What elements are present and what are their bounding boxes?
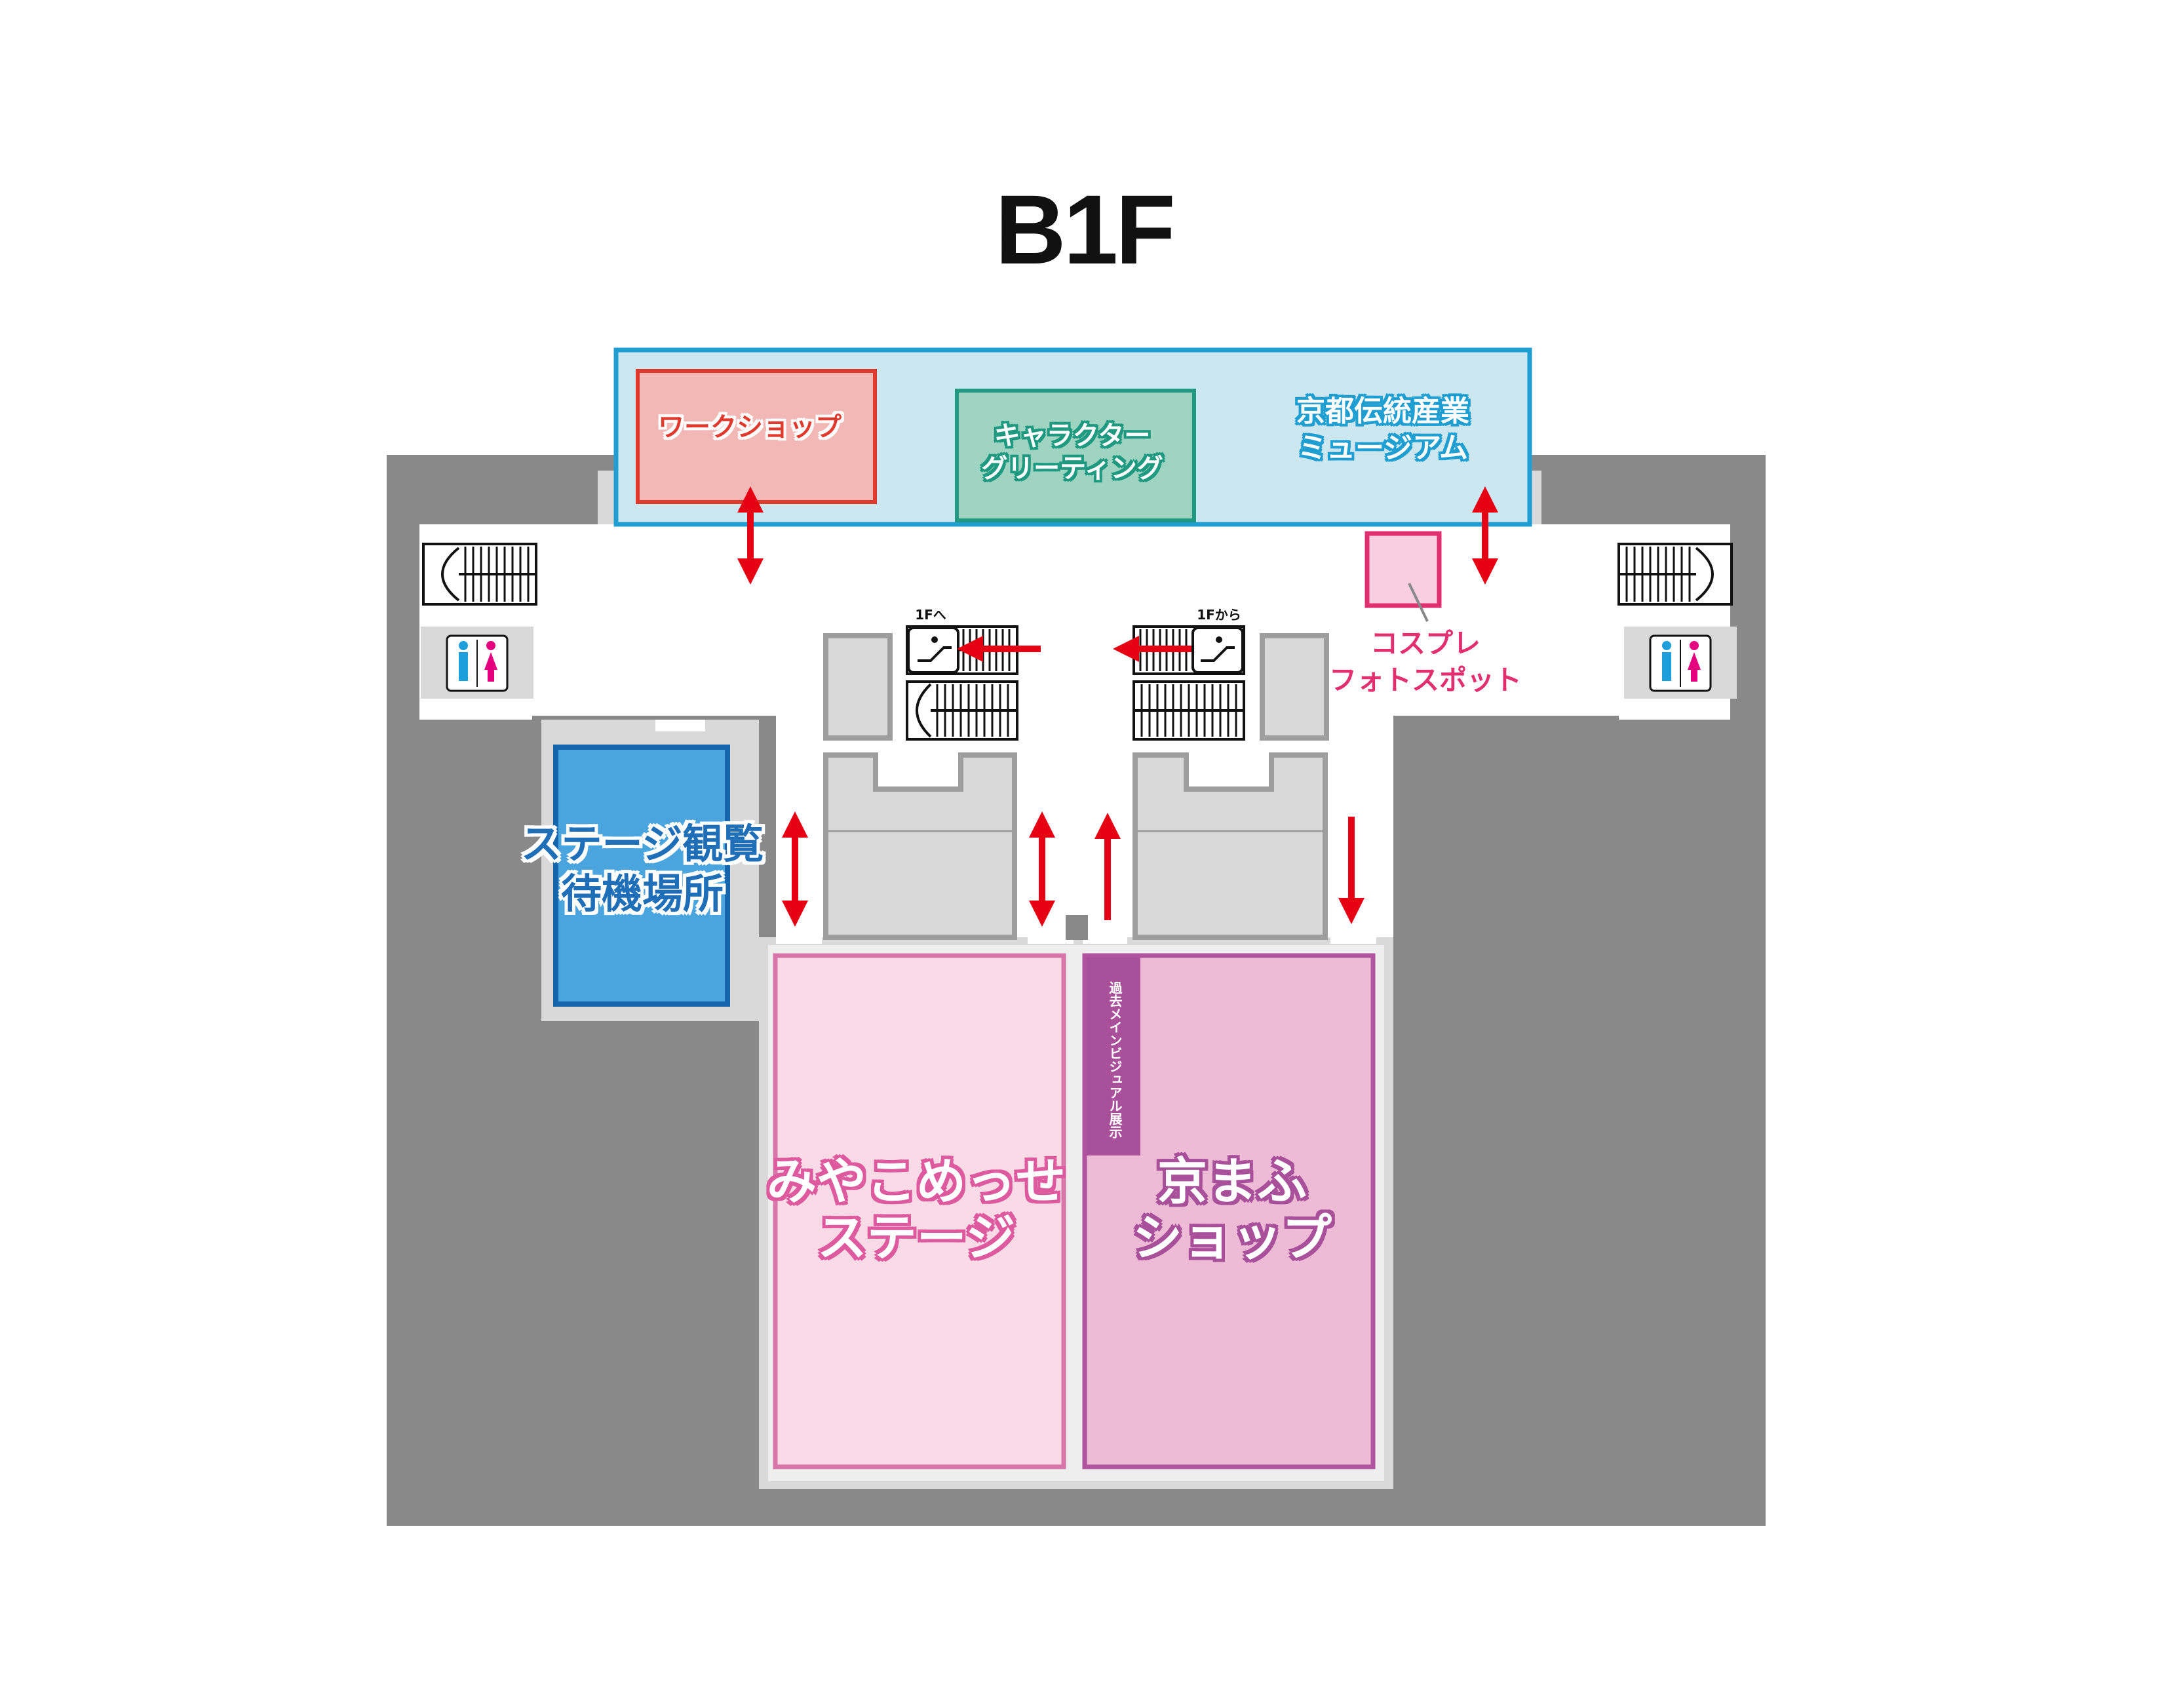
stairs-left-icon [422,543,537,606]
museum-label: 京都伝統産業 ミュージアム [1296,395,1469,465]
stairs-center-right-icon [1132,680,1245,741]
cosplay-pointer [1408,583,1429,622]
cosplay-photo-spot-label: コスプレ フォトスポット [1328,627,1522,696]
center-room-left [823,752,1017,940]
miyako-messe-stage-label: みやこめっせ ステージ [767,1152,1066,1267]
miyako-messe-stage-area[interactable] [773,953,1066,1469]
past-main-visual-label: 過去メインビジュアル展示 [1107,981,1123,1138]
character-greeting-label: キャラクター グリーティング [981,421,1163,484]
toilet-right-icon [1624,627,1737,699]
escalator-up-label: 1Fへ [915,607,946,623]
past-main-visual-panel [1087,958,1140,1155]
pillar [823,633,893,741]
stairs-center-left-icon [906,680,1018,741]
cosplay-photo-spot-area[interactable] [1365,531,1442,608]
workshop-area[interactable] [636,369,877,504]
workshop-label: ワークショップ [658,412,842,442]
stage-waiting-area[interactable] [553,745,730,1007]
floor-title: B1F [995,174,1175,284]
toilet-left-icon [421,627,533,699]
pillar [1260,633,1329,741]
stairs-right-icon [1617,543,1733,606]
kyomafu-shop-label: 京まふ ショップ [1132,1152,1332,1267]
stage-waiting-area-label: ステージ観覧 待機場所 [520,820,764,918]
character-greeting-area[interactable] [955,389,1196,522]
escalator-from-label: 1Fから [1197,607,1241,623]
center-room-right [1132,752,1328,940]
arrow-icon [737,486,1498,927]
